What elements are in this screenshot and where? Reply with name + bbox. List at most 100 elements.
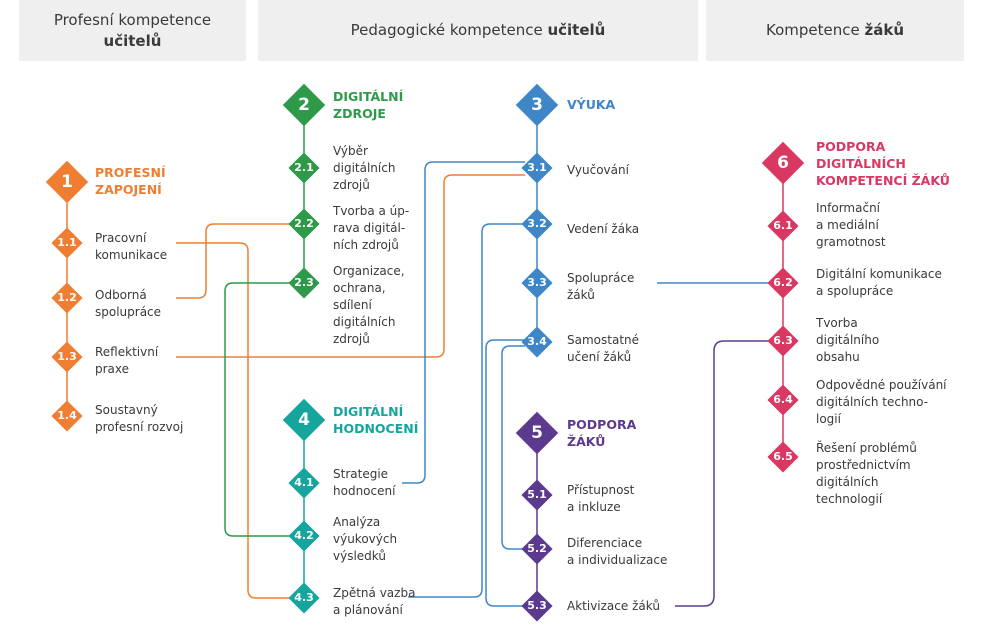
- item-1-4-line2: profesní rozvoj: [95, 420, 184, 434]
- area-2-title-line1: DIGITÁLNÍ: [333, 89, 404, 104]
- item-6-4-number: 6.4: [773, 393, 793, 406]
- link-3-4-to-5-2: [501, 345, 525, 550]
- item-2-3-label: Organizace, ochrana, sdílení digitálních…: [333, 263, 405, 348]
- item-4-3-label: Zpětná vazba a plánování: [333, 585, 415, 619]
- area-6-title-line3: KOMPETENCÍ ŽÁKŮ: [816, 173, 950, 188]
- item-6-1-line1: Informační: [816, 201, 881, 215]
- item-6-4-line3: logií: [816, 412, 841, 426]
- area-3-title-line1: VÝUKA: [567, 97, 616, 112]
- area-1-title-line2: ZAPOJENÍ: [95, 182, 162, 197]
- item-6-5-line3: digitálních: [816, 475, 879, 489]
- item-4-2-line1: Analýza: [333, 515, 381, 529]
- area-5-title: PODPORA ŽÁKŮ: [567, 416, 636, 450]
- item-3-4-label: Samostatné učení žáků: [567, 332, 639, 366]
- area-3-number: 3: [531, 95, 543, 115]
- item-4-2-line3: výsledků: [333, 549, 386, 563]
- item-5-3-label: Aktivizace žáků: [567, 598, 660, 615]
- item-1-2-line2: spolupráce: [95, 305, 162, 319]
- item-1-4-number: 1.4: [57, 409, 77, 422]
- item-6-5-line1: Řešení problémů: [816, 441, 917, 455]
- item-4-1-line1: Strategie: [333, 467, 389, 481]
- item-5-2-label: Diferenciace a individualizace: [567, 535, 667, 569]
- area-5-number: 5: [531, 423, 543, 443]
- item-5-1-number: 5.1: [527, 488, 547, 501]
- item-6-2-line1: Digitální komunikace: [816, 267, 942, 281]
- item-3-3-line1: Spolupráce: [567, 271, 635, 285]
- area-4-title-line2: HODNOCENÍ: [333, 421, 419, 436]
- item-3-2-line1: Vedení žáka: [567, 222, 640, 236]
- item-2-1-line1: Výběr: [333, 144, 368, 158]
- item-2-3-line3: sdílení: [333, 298, 372, 312]
- link-1-2-to-2-2: [176, 223, 292, 299]
- item-6-2-label: Digitální komunikace a spolupráce: [816, 266, 942, 300]
- item-1-2-label: Odborná spolupráce: [95, 287, 161, 321]
- item-6-1-line2: a mediální: [816, 218, 879, 232]
- item-5-2-line2: a individualizace: [567, 553, 668, 567]
- item-6-1-label: Informační a mediální gramotnost: [816, 200, 886, 251]
- item-6-3-number: 6.3: [773, 334, 793, 347]
- item-5-1-label: Přístupnost a inkluze: [567, 482, 634, 516]
- area-5-title-line1: PODPORA: [567, 417, 637, 432]
- link-1-3-to-3-1: [176, 174, 525, 358]
- item-4-1-number: 4.1: [294, 476, 314, 489]
- item-6-4-line2: digitálních techno-: [816, 395, 929, 409]
- item-1-1-line2: komunikace: [95, 248, 168, 262]
- link-5-3-to-6-3: [675, 340, 771, 607]
- item-1-1-label: Pracovní komunikace: [95, 230, 167, 264]
- item-4-2-label: Analýza výukových výsledků: [333, 514, 397, 565]
- item-2-3-line5: zdrojů: [333, 332, 370, 346]
- item-4-3-line1: Zpětná vazba: [333, 586, 416, 600]
- item-5-2-number: 5.2: [527, 542, 547, 555]
- item-3-3-label: Spolupráce žáků: [567, 270, 634, 304]
- header-pedagogical-bold: učitelů: [547, 21, 606, 39]
- header-professional-line2: učitelů: [103, 31, 162, 50]
- header-pedagogical-text: Pedagogické kompetence: [350, 21, 548, 39]
- area-4-title: DIGITÁLNÍ HODNOCENÍ: [333, 403, 418, 437]
- item-4-1-line2: hodnocení: [333, 484, 396, 498]
- area-1-title: PROFESNÍ ZAPOJENÍ: [95, 164, 166, 198]
- item-2-1-line2: digitálních: [333, 161, 396, 175]
- item-5-1-line1: Přístupnost: [567, 483, 635, 497]
- link-3-4-to-5-3: [485, 339, 525, 607]
- area-4-number: 4: [298, 410, 310, 430]
- item-1-3-line1: Reflektivní: [95, 345, 159, 359]
- area-6-title-line2: DIGITÁLNÍCH: [816, 156, 906, 171]
- area-2-title-line2: ZDROJE: [333, 106, 386, 121]
- header-professional-competences: Profesní kompetence učitelů: [19, 0, 246, 61]
- item-2-1-label: Výběr digitálních zdrojů: [333, 143, 395, 194]
- item-2-3-number: 2.3: [294, 276, 314, 289]
- item-6-3-line2: digitálního: [816, 333, 880, 347]
- area-2-title: DIGITÁLNÍ ZDROJE: [333, 88, 403, 122]
- item-2-2-number: 2.2: [294, 217, 314, 230]
- area-3-title: VÝUKA: [567, 96, 615, 113]
- item-6-2-line2: a spolupráce: [816, 284, 894, 298]
- item-3-1-number: 3.1: [527, 161, 547, 174]
- item-5-3-line1: Aktivizace žáků: [567, 599, 660, 613]
- item-6-5-line4: technologií: [816, 492, 883, 506]
- link-3-1-to-4-1: [402, 161, 525, 484]
- item-4-3-line2: a plánování: [333, 603, 403, 617]
- item-6-3-line1: Tvorba: [816, 316, 858, 330]
- item-2-1-number: 2.1: [294, 161, 314, 174]
- item-3-4-line2: učení žáků: [567, 350, 632, 364]
- item-6-5-label: Řešení problémů prostřednictvím digitáln…: [816, 440, 917, 508]
- item-4-2-number: 4.2: [294, 529, 314, 542]
- item-5-1-line2: a inkluze: [567, 500, 621, 514]
- area-6-title: PODPORA DIGITÁLNÍCH KOMPETENCÍ ŽÁKŮ: [816, 138, 950, 189]
- item-6-4-label: Odpovědné používání digitálních techno- …: [816, 377, 947, 428]
- item-2-3-line2: ochrana,: [333, 281, 386, 295]
- area-1-number: 1: [61, 172, 73, 192]
- area-5-title-line2: ŽÁKŮ: [567, 434, 606, 449]
- item-4-2-line2: výukových: [333, 532, 398, 546]
- item-4-1-label: Strategie hodnocení: [333, 466, 395, 500]
- area-1-title-line1: PROFESNÍ: [95, 165, 166, 180]
- item-4-3-number: 4.3: [294, 591, 314, 604]
- link-2-3-to-4-2: [224, 282, 292, 537]
- item-3-4-number: 3.4: [527, 335, 547, 348]
- item-1-2-line1: Odborná: [95, 288, 147, 302]
- link-1-1-to-4-3: [176, 242, 292, 599]
- item-1-4-line1: Soustavný: [95, 403, 158, 417]
- item-2-2-line1: Tvorba a úp-: [333, 204, 410, 218]
- item-1-3-line2: praxe: [95, 362, 130, 376]
- item-2-1-line3: zdrojů: [333, 178, 370, 192]
